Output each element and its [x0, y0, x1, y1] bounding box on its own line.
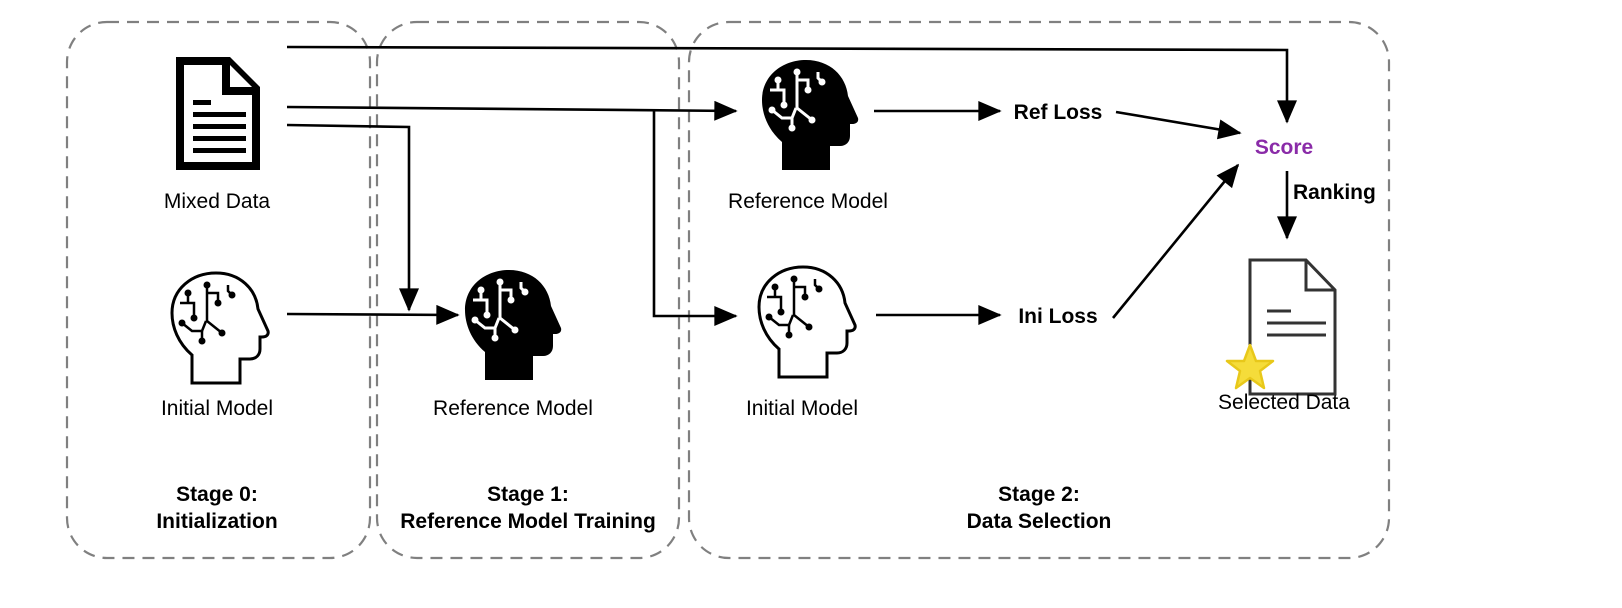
document-star-icon	[1225, 258, 1337, 396]
stage-0-box	[65, 20, 372, 560]
brain-head-filled-icon	[762, 60, 859, 170]
score-label: Score	[1255, 136, 1313, 159]
edge-initial-model-to-reference-model-s1	[286, 304, 460, 325]
brain-head-outline-icon	[757, 265, 857, 379]
selected-data-label: Selected Data	[1218, 391, 1350, 414]
ranking-label: Ranking	[1293, 181, 1376, 204]
edge-ini-loss-to-score	[1111, 163, 1240, 319]
stage-1-subtitle: Reference Model Training	[400, 510, 656, 533]
brain-head-outline-icon	[170, 271, 270, 385]
edge-mixed-data-to-reference-model-s2	[286, 100, 738, 121]
initial-model-s2-label: Initial Model	[746, 397, 858, 420]
edge-mixed-data-to-initial-model-s2	[652, 111, 738, 326]
stage-0-title: Stage 0:	[176, 483, 258, 506]
edge-mixed-data-to-score	[286, 45, 1297, 124]
stage-2-subtitle: Data Selection	[967, 510, 1112, 533]
stage-1-box	[375, 20, 681, 560]
ini-loss-label: Ini Loss	[1018, 305, 1097, 328]
document-icon	[176, 57, 260, 170]
edge-ref-loss-to-score	[1115, 110, 1242, 140]
reference-model-s1-label: Reference Model	[433, 397, 593, 420]
stage-1-title: Stage 1:	[487, 483, 569, 506]
brain-head-filled-icon	[465, 270, 562, 380]
ref-loss-label: Ref Loss	[1014, 101, 1103, 124]
edge-mixed-data-to-reference-model-s1	[286, 123, 419, 312]
stage-0-subtitle: Initialization	[156, 510, 277, 533]
mixed-data-label: Mixed Data	[164, 190, 271, 213]
initial-model-s0-label: Initial Model	[161, 397, 273, 420]
stage-2-title: Stage 2:	[998, 483, 1080, 506]
reference-model-s2-label: Reference Model	[728, 190, 888, 213]
stage-2-box	[687, 20, 1391, 560]
